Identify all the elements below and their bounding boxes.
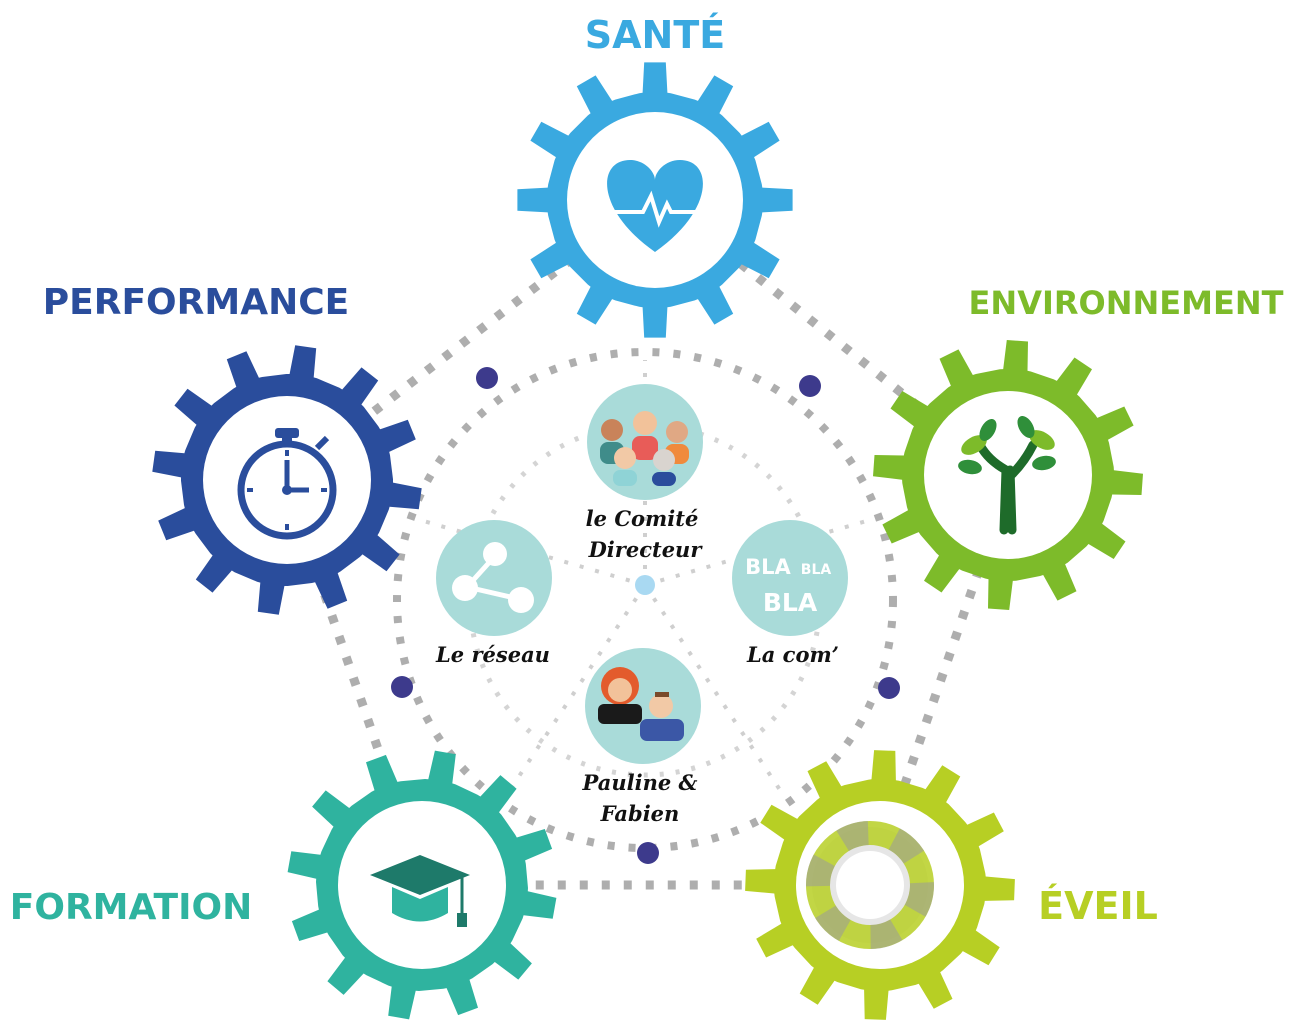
pillar-title-eveil: ÉVEIL bbox=[1038, 884, 1158, 928]
connector-dot bbox=[878, 677, 900, 699]
hub-circle bbox=[732, 520, 848, 636]
bla-word-small: BLA bbox=[801, 562, 832, 578]
pillar-title-environnement: ENVIRONNEMENT bbox=[969, 284, 1284, 322]
hub-team-label-line1: Pauline & bbox=[582, 770, 698, 795]
hub-team[interactable] bbox=[585, 648, 701, 764]
center-dot bbox=[635, 575, 655, 595]
group-people-icon bbox=[600, 411, 689, 486]
connector-dot bbox=[799, 375, 821, 397]
hub-reseau-label: Le réseau bbox=[435, 642, 550, 667]
speech-bla-icon: BLA BLA BLA bbox=[745, 555, 831, 617]
heart-pulse-icon bbox=[607, 160, 703, 252]
hub-reseau[interactable] bbox=[436, 520, 552, 636]
stopwatch-icon bbox=[237, 428, 337, 540]
connector-dot bbox=[637, 842, 659, 864]
hub-team-label-line2: Fabien bbox=[600, 801, 680, 826]
bla-word: BLA bbox=[745, 555, 791, 579]
pillar-title-sante: SANTÉ bbox=[585, 13, 725, 57]
hub-circle bbox=[436, 520, 552, 636]
connector-dot bbox=[391, 676, 413, 698]
share-network-icon bbox=[452, 542, 534, 613]
lifebuoy-icon bbox=[806, 821, 934, 949]
pillar-title-performance: PERFORMANCE bbox=[43, 282, 349, 323]
two-people-icon bbox=[598, 667, 684, 741]
hub-com-label: La com’ bbox=[746, 642, 839, 667]
hub-com[interactable]: BLA BLA BLA bbox=[732, 520, 848, 636]
tree-icon bbox=[958, 416, 1056, 535]
hub-comite[interactable] bbox=[587, 384, 703, 500]
connector-dots bbox=[391, 367, 900, 864]
graduation-cap-icon bbox=[370, 855, 470, 927]
pillar-title-formation: FORMATION bbox=[10, 887, 253, 928]
connector-dot bbox=[476, 367, 498, 389]
bla-word: BLA bbox=[763, 588, 818, 617]
hub-comite-label-line1: le Comité bbox=[586, 506, 699, 531]
hub-comite-label-line2: Directeur bbox=[588, 537, 704, 562]
middle-dotted-ring bbox=[393, 348, 897, 852]
